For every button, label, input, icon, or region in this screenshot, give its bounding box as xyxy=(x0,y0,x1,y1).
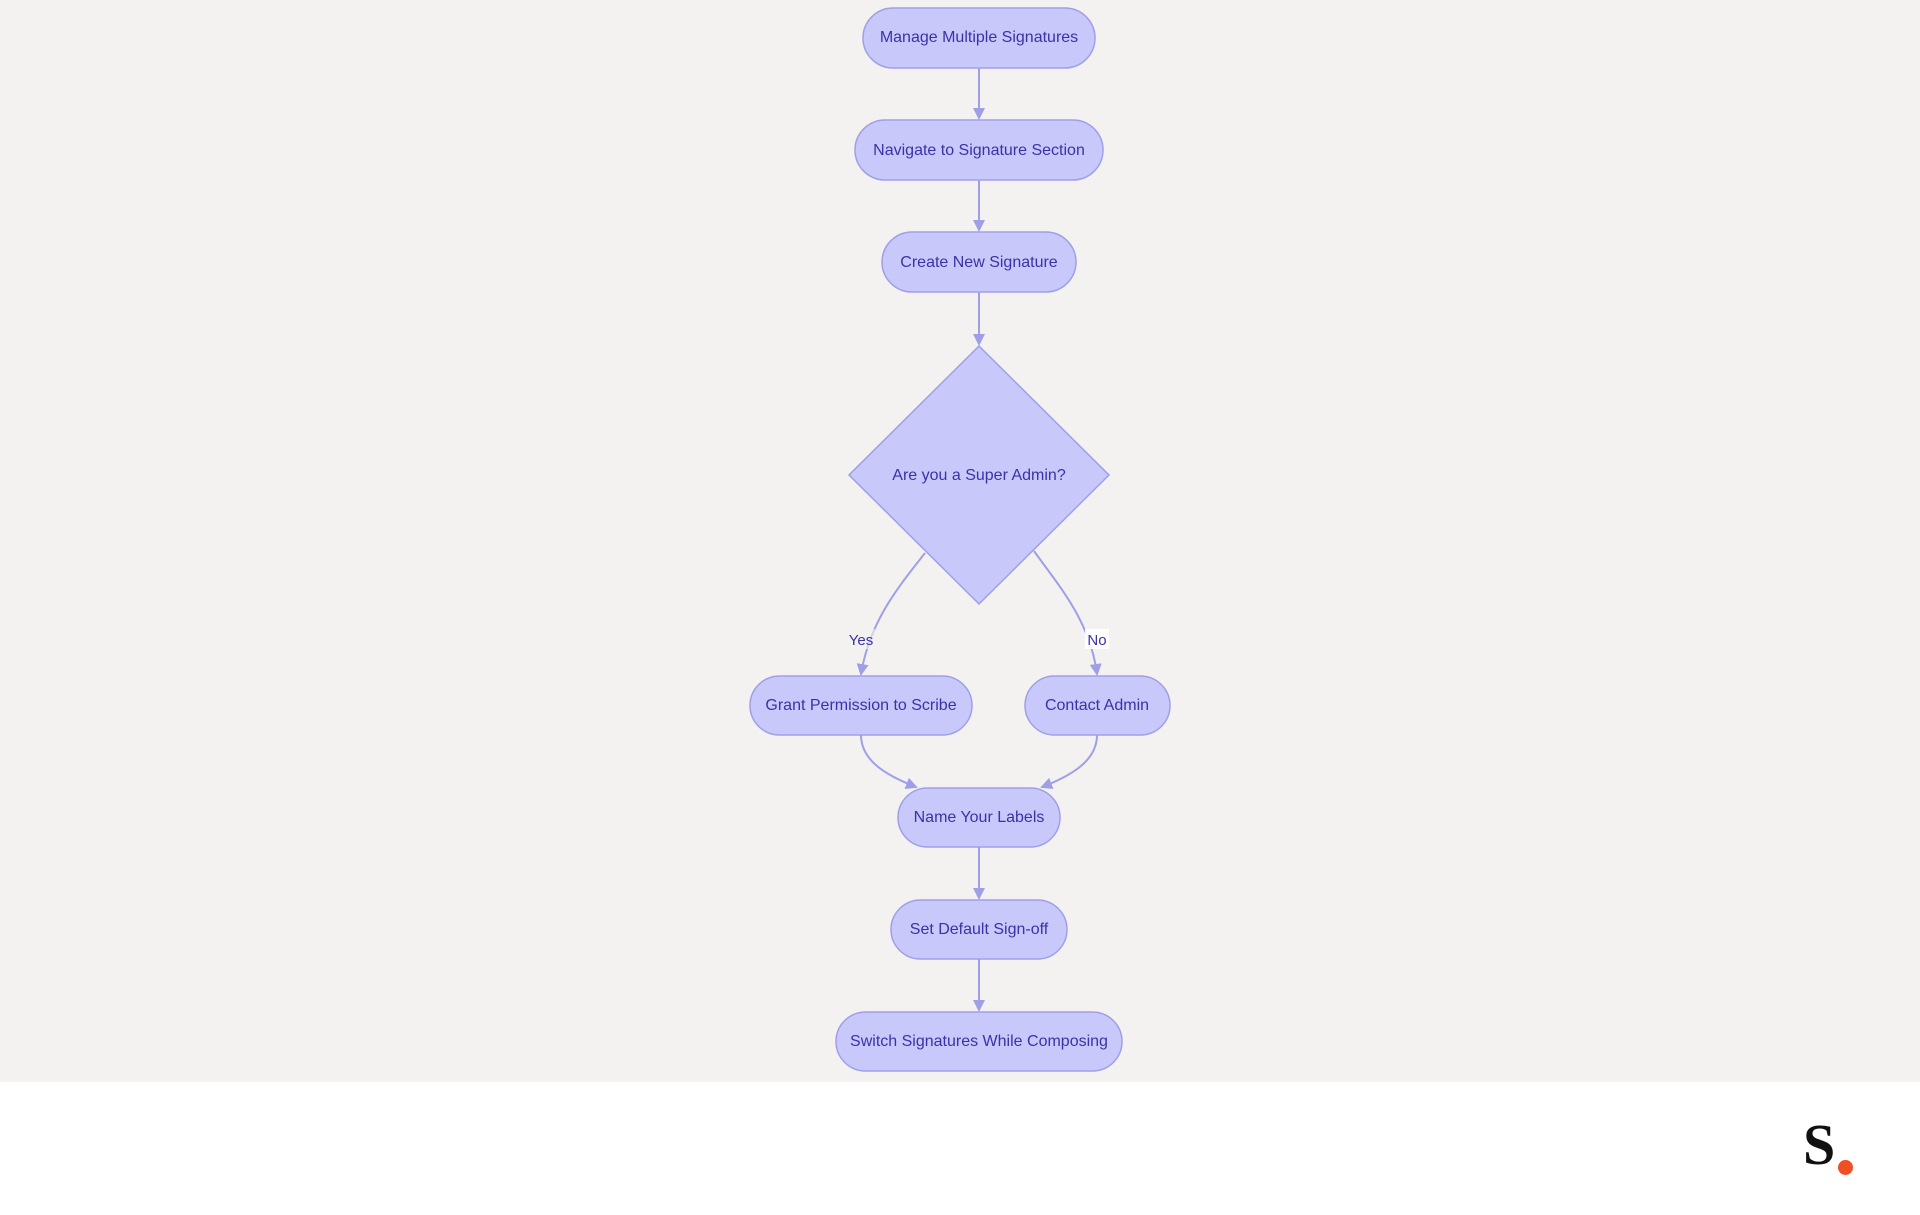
edge-label-yes-text: Yes xyxy=(849,632,873,649)
diagram-canvas: Yes No Manage Multiple Signatures Naviga… xyxy=(0,0,1920,1082)
logo-letter: S xyxy=(1803,1112,1836,1177)
edge-decision-no xyxy=(1033,550,1102,676)
logo-dot xyxy=(1838,1160,1853,1175)
edge-decision-yes xyxy=(856,552,926,676)
edge-grant-to-labels xyxy=(860,734,918,789)
node-create-label: Create New Signature xyxy=(900,254,1058,271)
node-manage-multiple-signatures[interactable]: Manage Multiple Signatures xyxy=(862,7,1096,69)
node-navigate-to-signature-section[interactable]: Navigate to Signature Section xyxy=(854,119,1104,181)
node-decision-label: Are you a Super Admin? xyxy=(892,467,1066,484)
node-name-your-labels[interactable]: Name Your Labels xyxy=(897,787,1061,848)
node-set-default-sign-off[interactable]: Set Default Sign-off xyxy=(890,899,1068,960)
edge-label-yes: Yes xyxy=(847,629,875,649)
node-switch-label: Switch Signatures While Composing xyxy=(850,1033,1108,1050)
edge-label-no: No xyxy=(1085,629,1109,649)
brand-logo-icon[interactable]: S xyxy=(1803,1116,1863,1175)
node-grant-label: Grant Permission to Scribe xyxy=(765,697,956,714)
node-name-labels-label: Name Your Labels xyxy=(914,809,1045,826)
flowchart: Yes No Manage Multiple Signatures Naviga… xyxy=(749,7,1171,1072)
edges xyxy=(856,68,1102,1012)
edge-contact-to-labels xyxy=(1040,734,1098,789)
node-manage-label: Manage Multiple Signatures xyxy=(880,29,1078,46)
node-decision-super-admin[interactable]: Are you a Super Admin? xyxy=(847,344,1111,606)
node-navigate-label: Navigate to Signature Section xyxy=(873,142,1085,159)
node-grant-permission-to-scribe[interactable]: Grant Permission to Scribe xyxy=(749,675,973,736)
node-contact-label: Contact Admin xyxy=(1045,697,1149,714)
node-contact-admin[interactable]: Contact Admin xyxy=(1024,675,1171,736)
node-create-new-signature[interactable]: Create New Signature xyxy=(881,231,1077,293)
node-default-signoff-label: Set Default Sign-off xyxy=(910,921,1049,938)
footer xyxy=(0,1082,1920,1215)
node-switch-signatures-while-composing[interactable]: Switch Signatures While Composing xyxy=(835,1011,1123,1072)
edge-label-no-text: No xyxy=(1087,632,1106,649)
